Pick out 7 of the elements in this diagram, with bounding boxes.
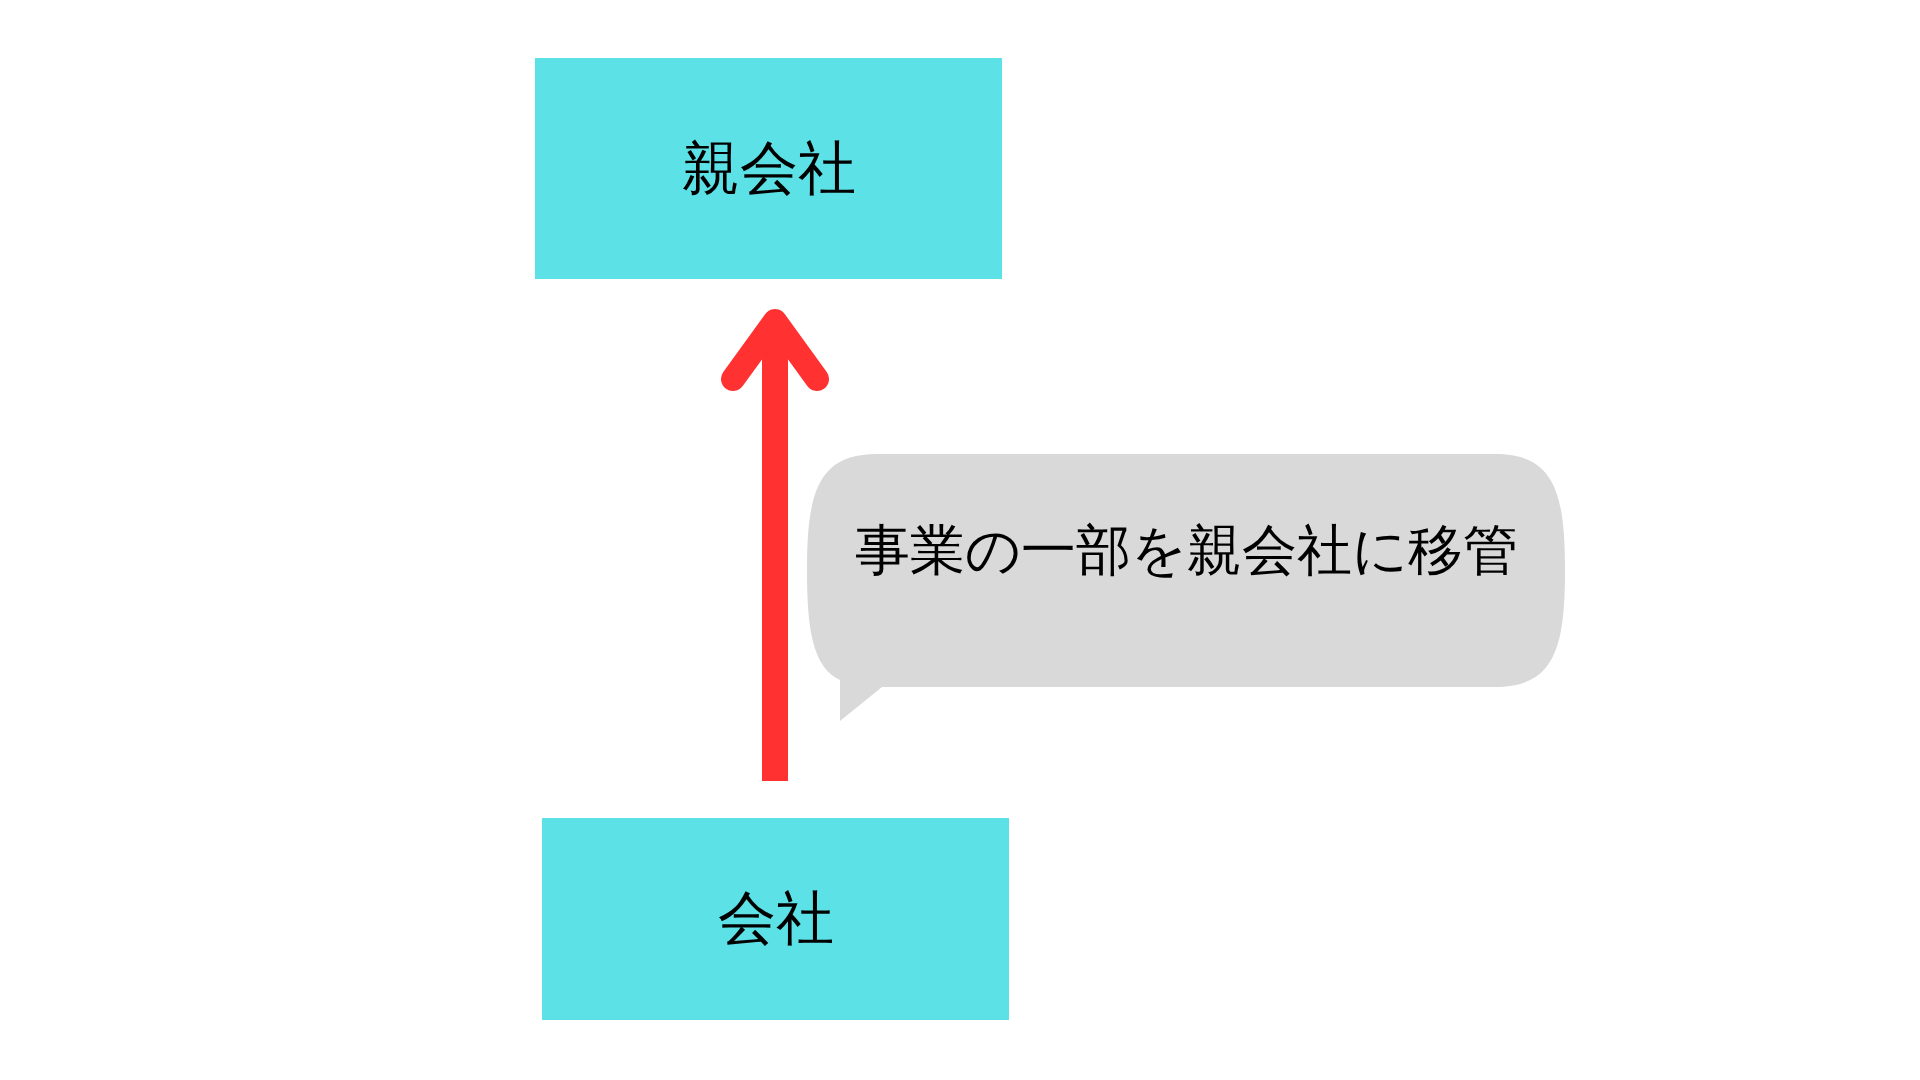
- arrow: [721, 309, 829, 781]
- callout-text: 事業の一部を親会社に移管: [853, 517, 1519, 584]
- company-box: [542, 818, 1009, 1020]
- box-label: 会社: [717, 883, 834, 954]
- company-box: [535, 58, 1002, 279]
- speech-bubble: [807, 454, 1565, 721]
- box-label: 親会社: [681, 132, 856, 204]
